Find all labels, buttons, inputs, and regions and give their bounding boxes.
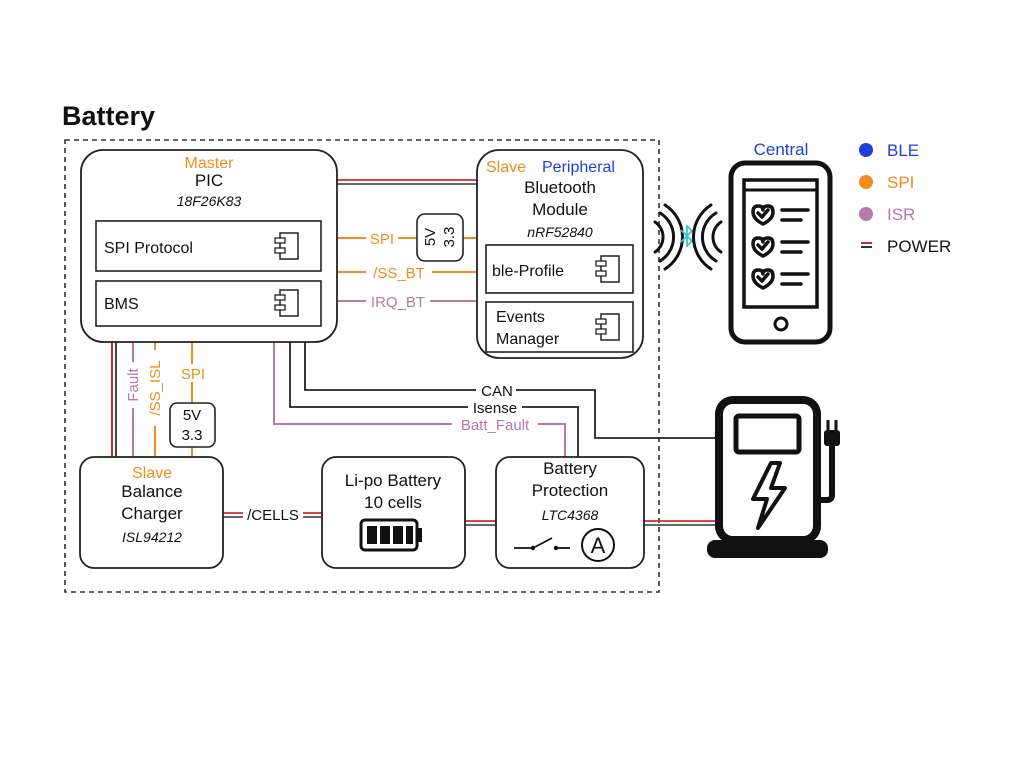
events-manager-line2: Manager xyxy=(496,331,560,348)
battery-protection-line1: Battery xyxy=(543,459,597,478)
bluetooth-part-number: nRF52840 xyxy=(527,224,593,240)
battery-protection-part-number: LTC4368 xyxy=(542,507,599,523)
bluetooth-name-line1: Bluetooth xyxy=(524,178,596,197)
regulator-left-line1: 5V xyxy=(183,407,201,424)
legend-spi-dot xyxy=(859,175,873,189)
regulator-top-line2: 3.3 xyxy=(441,227,458,248)
batt-fault-wire xyxy=(273,342,566,457)
bluetooth-role: Slave xyxy=(486,159,526,176)
regulator-left xyxy=(169,402,216,448)
regulator-left-line2: 3.3 xyxy=(182,427,203,444)
component-icon xyxy=(274,289,299,317)
can-label: CAN xyxy=(481,383,513,400)
component-icon xyxy=(595,255,620,283)
pic-name: PIC xyxy=(195,171,223,190)
legend-item-spi: SPI xyxy=(859,173,914,192)
isense-label-bg xyxy=(468,398,522,416)
ss-bt-label-bg xyxy=(366,263,432,281)
component-icon xyxy=(274,232,299,260)
bluetooth-role-peripheral: Peripheral xyxy=(542,159,615,176)
fault-label-bg xyxy=(124,362,142,408)
can-wire xyxy=(304,342,718,439)
ss-bt-label: /SS_BT xyxy=(373,265,425,282)
central-label: Central xyxy=(754,140,809,159)
ammeter-label: A xyxy=(591,533,606,558)
balance-charger-block xyxy=(79,456,224,569)
battery-icon xyxy=(359,518,422,552)
ss-isl-label-bg xyxy=(146,350,164,426)
cells-label-bg xyxy=(243,506,303,524)
spi-label: SPI xyxy=(370,231,394,248)
charging-station-icon xyxy=(707,396,840,558)
legend-ble-label: BLE xyxy=(887,141,919,160)
radio-waves-right xyxy=(692,203,723,271)
legend-item-power: POWER xyxy=(861,237,951,256)
batt-fault-label-bg xyxy=(452,415,538,433)
fault-label: Fault xyxy=(125,368,142,402)
battery-boundary xyxy=(64,139,660,593)
pic-role: Master xyxy=(185,155,235,172)
smartphone-icon xyxy=(728,160,833,345)
lipo-battery-line2: 10 cells xyxy=(364,493,422,512)
irq-bt-label: IRQ_BT xyxy=(371,294,425,311)
legend-item-isr: ISR xyxy=(859,205,915,224)
bluetooth-icon xyxy=(680,225,693,247)
legend-power-label: POWER xyxy=(887,237,951,256)
legend: BLE SPI ISR POWER xyxy=(859,141,951,256)
balance-charger-part-number: ISL94212 xyxy=(122,529,182,545)
ammeter-icon: A xyxy=(581,528,615,562)
component-icon xyxy=(595,313,620,341)
pic-part-number: 18F26K83 xyxy=(177,193,242,209)
legend-spi-label: SPI xyxy=(887,173,914,192)
isense-label: Isense xyxy=(473,400,517,417)
spi-label-bg xyxy=(366,229,398,247)
lipo-battery-block xyxy=(321,456,466,569)
balance-charger-line2: Charger xyxy=(121,504,183,523)
diagram-title: Battery xyxy=(62,101,155,131)
regulator-top xyxy=(416,213,464,262)
switch-icon xyxy=(514,537,570,551)
batt-fault-label: Batt_Fault xyxy=(461,417,530,434)
isense-wire xyxy=(289,342,579,457)
ss-isl-label: /SS_ISL xyxy=(147,360,164,415)
spi-protocol-label: SPI Protocol xyxy=(104,240,193,257)
legend-isr-label: ISR xyxy=(887,205,915,224)
radio-waves-left xyxy=(653,203,684,271)
spi-left-label-bg xyxy=(176,364,210,382)
can-label-bg xyxy=(476,381,516,399)
bms-label: BMS xyxy=(104,296,139,313)
events-manager-line1: Events xyxy=(496,309,545,326)
legend-isr-dot xyxy=(859,207,873,221)
battery-protection-line2: Protection xyxy=(532,481,609,500)
balance-charger-role: Slave xyxy=(132,465,172,482)
legend-ble-dot xyxy=(859,143,873,157)
ble-profile-label: ble-Profile xyxy=(492,263,564,280)
lipo-battery-line1: Li-po Battery xyxy=(345,471,442,490)
regulator-top-line1: 5V xyxy=(422,228,439,246)
spi-left-label: SPI xyxy=(181,366,205,383)
legend-item-ble: BLE xyxy=(859,141,919,160)
balance-charger-line1: Balance xyxy=(121,482,182,501)
bluetooth-name-line2: Module xyxy=(532,200,588,219)
irq-bt-label-bg xyxy=(366,292,430,310)
cells-label: /CELLS xyxy=(247,507,299,524)
